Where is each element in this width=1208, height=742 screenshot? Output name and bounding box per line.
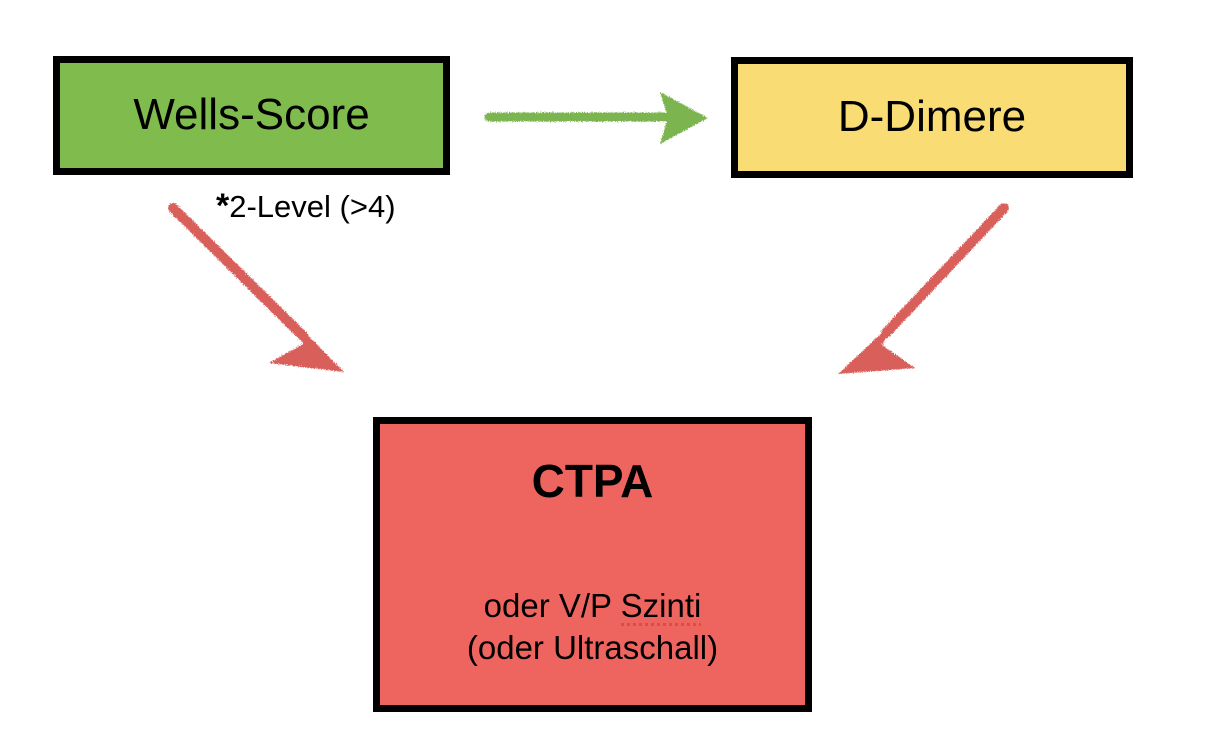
node-ctpa-subtext-line-2: (oder Ultraschall) bbox=[466, 629, 719, 667]
node-wells-score-label: Wells-Score bbox=[133, 90, 370, 140]
node-ctpa-subtext-prefix: oder V/P bbox=[483, 586, 621, 624]
arrow-wells-to-ctpa bbox=[168, 203, 344, 372]
arrow-wells-to-ddimer bbox=[484, 92, 708, 144]
node-ctpa-subtext-line-1: oder V/P Szinti bbox=[467, 585, 718, 628]
annotation-two-level: *2-Level (>4) bbox=[216, 187, 396, 225]
node-ctpa[interactable]: CTPA oder V/P Szinti (oder Ultraschall) bbox=[373, 417, 812, 712]
node-wells-score[interactable]: Wells-Score bbox=[53, 56, 450, 175]
annotation-two-level-text: 2-Level (>4) bbox=[229, 189, 396, 224]
node-d-dimere[interactable]: D-Dimere bbox=[731, 57, 1133, 178]
node-ctpa-title: CTPA bbox=[531, 455, 654, 507]
annotation-asterisk: * bbox=[216, 187, 230, 225]
arrow-ddimer-to-ctpa bbox=[838, 203, 1009, 374]
node-ctpa-subtext-misspelled-word: Szinti bbox=[620, 585, 701, 628]
node-ctpa-subtext: oder V/P Szinti (oder Ultraschall) bbox=[467, 585, 718, 671]
node-d-dimere-label: D-Dimere bbox=[837, 92, 1027, 142]
